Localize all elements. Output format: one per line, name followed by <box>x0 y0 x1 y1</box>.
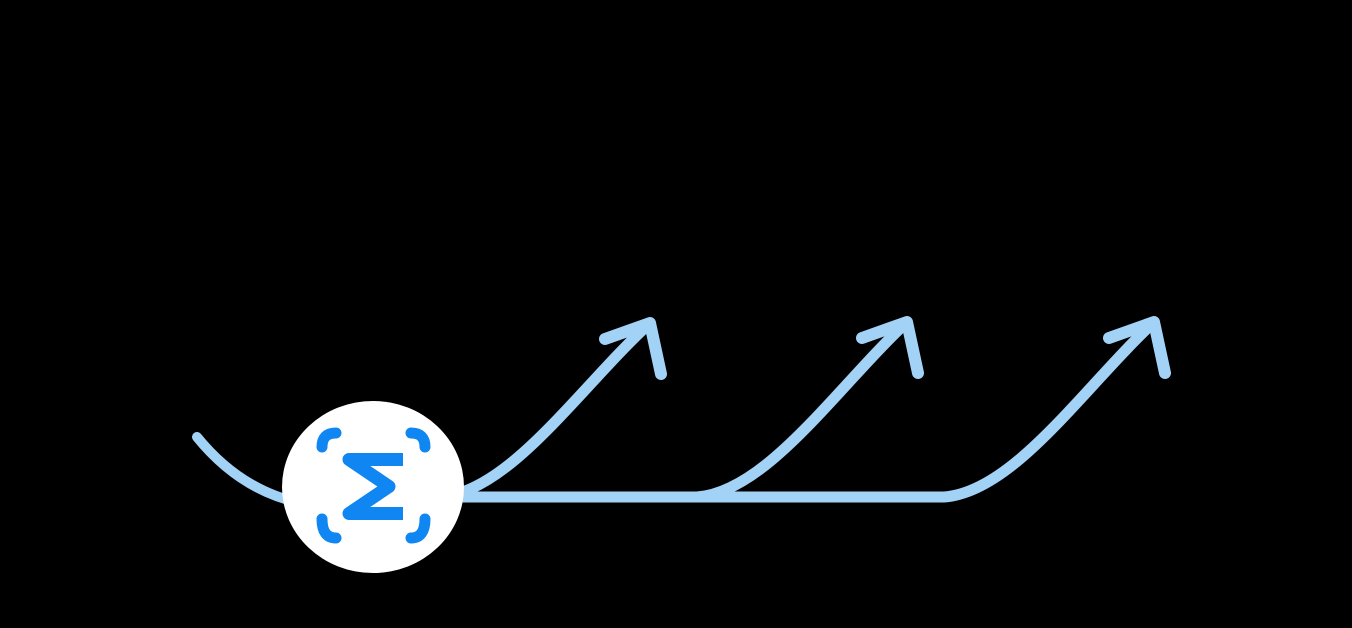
bracket-top-left <box>316 427 342 453</box>
arrow-group <box>192 316 1171 508</box>
bracket-bottom-left <box>316 513 342 544</box>
arrow-3-shaft <box>434 316 1160 503</box>
bracket-bottom-right <box>405 513 431 544</box>
bracket-top-right <box>405 427 431 453</box>
badge-circle <box>282 401 464 573</box>
arrow-1-head-icon <box>599 317 667 380</box>
viewfinder-corner-brackets-icon <box>316 427 431 544</box>
arrow-1-shaft <box>434 317 656 503</box>
sigma-icon: Σ <box>342 453 403 520</box>
arrow-3-head-icon <box>1103 316 1171 379</box>
arrow-2-head-icon <box>856 316 924 379</box>
